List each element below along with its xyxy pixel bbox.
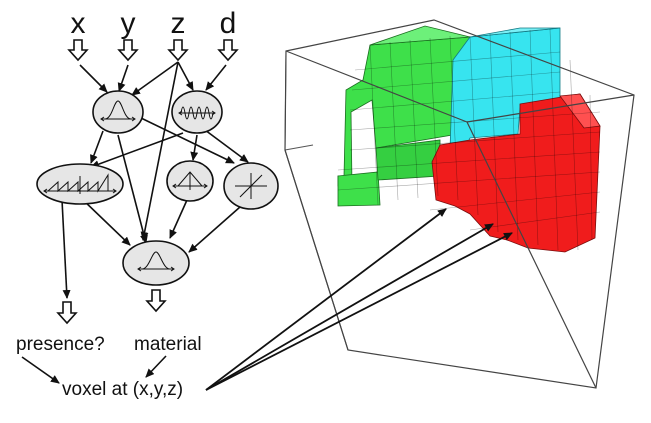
network-edges [21,61,249,384]
node-linear [223,162,279,210]
input-x-label: x [71,7,86,40]
voxel-grid [337,28,601,251]
presence-arrow-icon [56,301,78,325]
gaussian-icon [100,100,136,122]
input-x-arrow-icon [67,39,89,62]
input-d-label: d [220,7,237,40]
sine-wave-icon [178,106,216,120]
node-sawtooth [36,163,124,205]
material-label: material [134,334,202,355]
input-y-arrow-icon [117,39,139,62]
material-arrow-icon [145,289,167,313]
input-z-label: z [171,7,186,40]
voxel-pointer-arrows [205,208,513,391]
input-arrows [67,39,239,62]
node-gaussian-top [92,90,144,134]
linear-icon [235,173,267,199]
bounding-box-back [284,50,314,151]
input-z-arrow-icon [167,39,189,62]
output-arrows [56,289,167,325]
green-voxels [337,25,471,207]
sawtooth-icon [43,173,117,194]
node-sine [171,90,223,134]
input-d-arrow-icon [217,39,239,62]
voxel-volume [284,19,635,389]
input-y-label: y [121,7,136,40]
gaussian-icon [137,251,175,272]
bounding-box-front [284,19,635,389]
cyan-voxels [449,27,561,156]
red-voxels [431,93,601,253]
presence-label: presence? [16,334,105,355]
triangle-icon [172,171,208,190]
node-triangle [166,160,214,202]
node-gaussian-out [122,240,190,286]
voxel-label: voxel at (x,y,z) [62,379,183,400]
